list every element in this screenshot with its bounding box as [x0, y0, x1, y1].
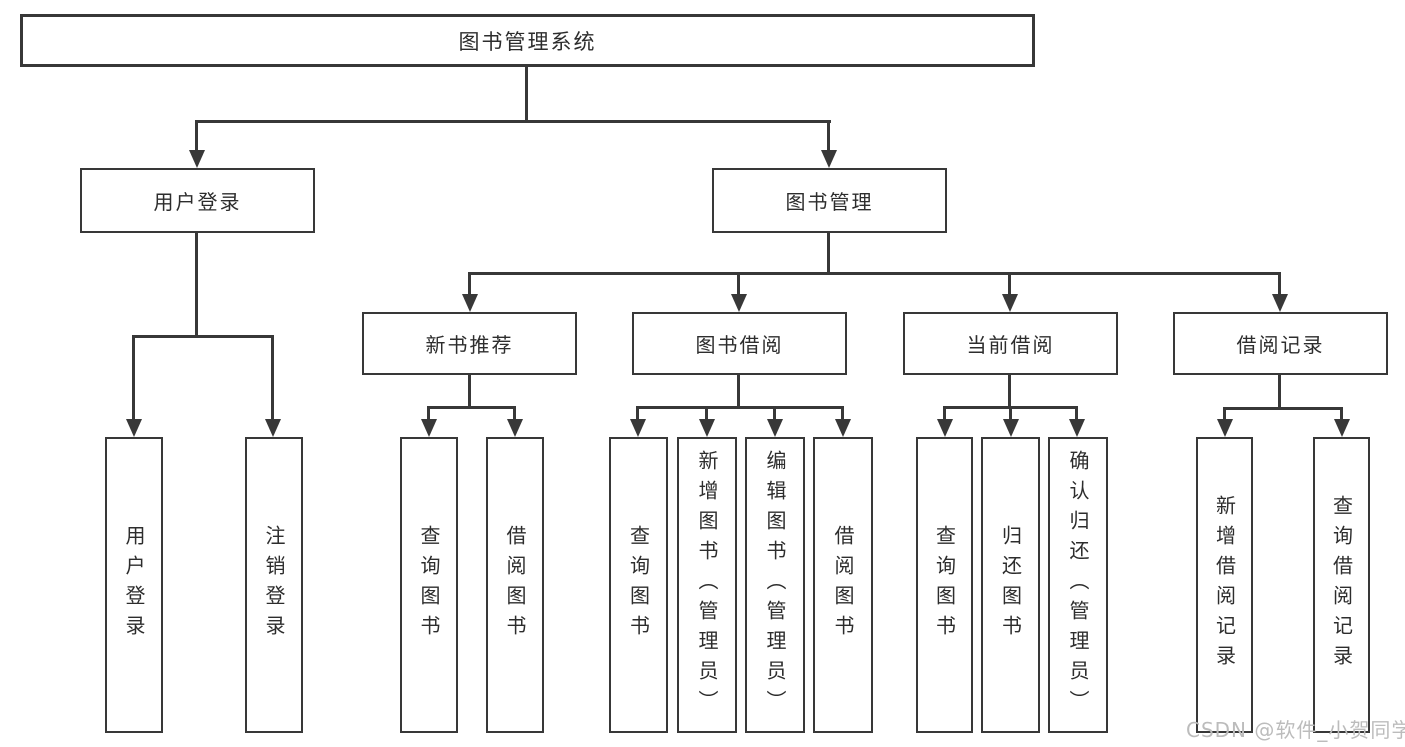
leaf-label: 查询图书: [417, 525, 441, 645]
connector-root-rail: [196, 120, 831, 123]
arrow-down-icon: [835, 419, 851, 437]
leaf-logout: 注销登录: [245, 437, 303, 733]
connector-stem: [636, 406, 639, 421]
leaf-recommend-query-book: 查询图书: [400, 437, 458, 733]
connector-book-mgmt-stub: [827, 233, 830, 272]
arrow-down-icon: [1272, 294, 1288, 312]
arrow-down-icon: [767, 419, 783, 437]
connector-records-rail: [1224, 407, 1342, 410]
arrow-down-icon: [1002, 294, 1018, 312]
connector-recommend-stub: [468, 375, 471, 406]
leaf-current-confirm-return: 确认归还（管理员）: [1048, 437, 1108, 733]
arrow-down-icon: [731, 294, 747, 312]
leaf-label: 查询借阅记录: [1329, 495, 1354, 675]
leaf-label: 查询图书: [626, 525, 651, 645]
connector-stem: [513, 406, 516, 421]
leaf-borrow-add-book: 新增图书（管理员）: [677, 437, 737, 733]
connector-stem: [468, 272, 471, 296]
arrow-down-icon: [1334, 419, 1350, 437]
leaf-current-query-book: 查询图书: [916, 437, 973, 733]
arrow-down-icon: [821, 150, 837, 168]
connector-root-stub: [525, 67, 528, 120]
leaf-user-login: 用户登录: [105, 437, 163, 733]
leaf-recommend-borrow-book: 借阅图书: [486, 437, 544, 733]
leaf-borrow-borrow-book: 借阅图书: [813, 437, 873, 733]
node-root: 图书管理系统: [20, 14, 1035, 67]
node-borrow-records: 借阅记录: [1173, 312, 1388, 375]
arrow-down-icon: [699, 419, 715, 437]
leaf-label: 借阅图书: [503, 525, 527, 645]
connector-stem: [841, 406, 844, 421]
node-book-borrow: 图书借阅: [632, 312, 847, 375]
arrow-down-icon: [630, 419, 646, 437]
leaf-label: 新增图书（管理员）: [695, 450, 719, 720]
connector-stem: [1278, 272, 1281, 296]
node-current-borrow: 当前借阅: [903, 312, 1118, 375]
arrow-down-icon: [126, 419, 142, 437]
connector-stem: [705, 406, 708, 421]
connector-stem: [271, 335, 274, 421]
connector-stem: [1340, 407, 1343, 421]
leaf-label: 借阅图书: [831, 525, 855, 645]
arrow-down-icon: [1069, 419, 1085, 437]
node-new-book-recommend: 新书推荐: [362, 312, 577, 375]
arrow-down-icon: [1003, 419, 1019, 437]
connector-stem: [827, 120, 830, 153]
leaf-label: 新增借阅记录: [1212, 495, 1237, 675]
leaf-current-return-book: 归还图书: [981, 437, 1040, 733]
connector-book-mgmt-rail: [469, 272, 1281, 275]
arrow-down-icon: [421, 419, 437, 437]
node-book-management: 图书管理: [712, 168, 947, 233]
connector-stem: [773, 406, 776, 421]
connector-stem: [1009, 406, 1012, 421]
connector-current-borrow-stub: [1008, 375, 1011, 406]
connector-stem: [427, 406, 430, 421]
connector-stem: [195, 120, 198, 153]
connector-stem: [132, 335, 135, 421]
arrow-down-icon: [507, 419, 523, 437]
connector-stem: [1223, 407, 1226, 421]
watermark: CSDN @软件_小贺同学: [1186, 718, 1405, 742]
leaf-borrow-query-book: 查询图书: [609, 437, 668, 733]
connector-recommend-rail: [428, 406, 516, 409]
connector-book-borrow-rail: [637, 406, 844, 409]
node-user-login: 用户登录: [80, 168, 315, 233]
leaf-label: 编辑图书（管理员）: [763, 450, 787, 720]
connector-book-borrow-stub: [737, 375, 740, 406]
arrow-down-icon: [462, 294, 478, 312]
leaf-label: 归还图书: [998, 525, 1023, 645]
leaf-label: 查询图书: [932, 525, 957, 645]
connector-records-stub: [1278, 375, 1281, 407]
connector-stem: [943, 406, 946, 421]
leaf-label: 注销登录: [262, 525, 286, 645]
leaf-label: 确认归还（管理员）: [1066, 450, 1090, 720]
leaf-records-query-record: 查询借阅记录: [1313, 437, 1370, 733]
leaf-label: 用户登录: [122, 525, 146, 645]
connector-user-login-stub: [195, 233, 198, 335]
arrow-down-icon: [189, 150, 205, 168]
connector-stem: [1008, 272, 1011, 296]
arrow-down-icon: [1217, 419, 1233, 437]
leaf-records-add-record: 新增借阅记录: [1196, 437, 1253, 733]
connector-stem: [1075, 406, 1078, 421]
connector-user-login-rail: [133, 335, 274, 338]
leaf-borrow-edit-book: 编辑图书（管理员）: [745, 437, 805, 733]
connector-stem: [737, 272, 740, 296]
arrow-down-icon: [265, 419, 281, 437]
arrow-down-icon: [937, 419, 953, 437]
